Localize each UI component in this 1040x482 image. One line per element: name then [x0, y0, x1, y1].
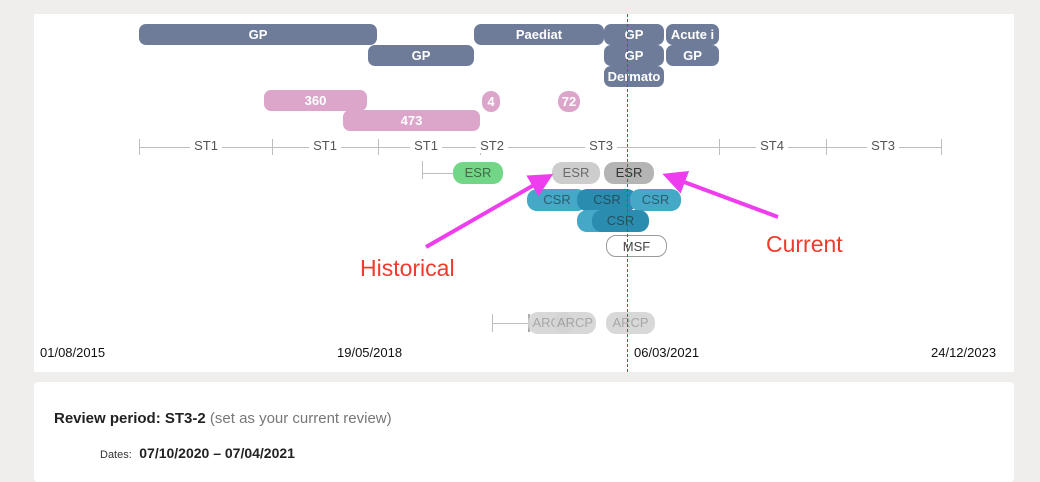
axis-date: 06/03/2021: [634, 345, 700, 360]
review-title: Review period: ST3-2 (set as your curren…: [54, 410, 392, 427]
msf-event[interactable]: MSF: [606, 235, 667, 257]
stage-tick: [941, 139, 942, 155]
stage-label: ST3: [585, 138, 617, 153]
stage-label: ST1: [309, 138, 341, 153]
arcp-event[interactable]: ARCP: [554, 312, 596, 334]
timeline-panel: GP GP Paediat GP GP Dermato Acute i GP 3…: [34, 14, 1014, 372]
csr-event[interactable]: CSR: [577, 189, 637, 211]
post-gp[interactable]: GP: [368, 45, 474, 66]
esr-current-event[interactable]: ESR: [604, 162, 654, 184]
stage-tick: [272, 139, 273, 155]
absence-72[interactable]: 72: [558, 91, 580, 112]
current-annotation: Current: [766, 231, 843, 257]
review-period-panel: Review period: ST3-2 (set as your curren…: [34, 382, 1014, 482]
post-paediatrics[interactable]: Paediat: [474, 24, 604, 45]
csr-event[interactable]: CSR: [630, 189, 681, 211]
annotation-arrows: [425, 171, 779, 249]
post-gp[interactable]: GP: [604, 24, 664, 45]
absence-360[interactable]: 360: [264, 90, 367, 111]
esr-range-tick: [422, 161, 423, 179]
today-line: [627, 14, 628, 372]
dates-value: 07/10/2020 – 07/04/2021: [139, 445, 295, 461]
review-period-label: Review period: ST3-2: [54, 410, 206, 427]
axis-date: 24/12/2023: [931, 345, 997, 360]
absence-4[interactable]: 4: [482, 91, 500, 112]
post-gp[interactable]: GP: [139, 24, 377, 45]
stage-axis-line: [139, 147, 942, 148]
stage-label: ST1: [410, 138, 442, 153]
review-dates: Dates: 07/10/2020 – 07/04/2021: [100, 445, 295, 463]
esr-historical-event[interactable]: ESR: [552, 162, 600, 184]
stage-label: ST2: [476, 138, 508, 153]
absence-473[interactable]: 473: [343, 110, 480, 131]
post-dermatology[interactable]: Dermato: [604, 66, 664, 87]
esr-range-line: [422, 173, 456, 174]
dates-label: Dates:: [100, 449, 132, 461]
historical-annotation: Historical: [360, 255, 455, 281]
post-gp[interactable]: GP: [666, 45, 719, 66]
stage-tick: [139, 139, 140, 155]
review-current-note: (set as your current review): [209, 410, 392, 427]
post-gp[interactable]: GP: [604, 45, 664, 66]
esr-event[interactable]: ESR: [453, 162, 503, 184]
axis-date: 01/08/2015: [40, 345, 106, 360]
current-arrow: [662, 171, 779, 219]
historical-arrow: [425, 174, 554, 249]
arcp-event[interactable]: ARCP: [606, 312, 655, 334]
stage-label: ST1: [190, 138, 222, 153]
post-acute[interactable]: Acute i: [666, 24, 719, 45]
stage-tick: [378, 139, 379, 155]
stage-label: ST4: [756, 138, 788, 153]
arcp-range-line: [492, 323, 532, 324]
stage-tick: [826, 139, 827, 155]
stage-label: ST3: [867, 138, 899, 153]
axis-date: 19/05/2018: [337, 345, 403, 360]
stage-tick: [719, 139, 720, 155]
